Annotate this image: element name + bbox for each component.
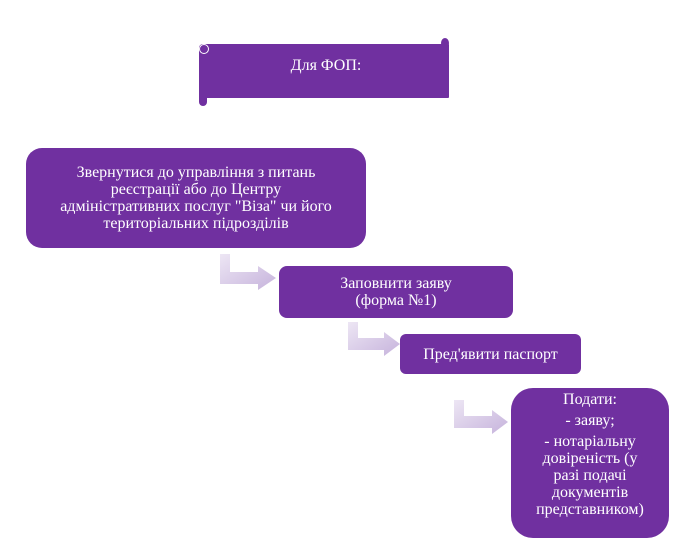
step-submit-heading: Подати: bbox=[563, 391, 617, 408]
step-contact-line-4: територіальних підрозділів bbox=[103, 215, 289, 232]
step-contact-line-2: реєстрації або до Центру bbox=[110, 181, 282, 198]
step-passport-label: Пред'явити паспорт bbox=[423, 345, 558, 363]
step-contact-office: Звернутися до управління з питань реєстр… bbox=[26, 148, 366, 248]
step-submit-item-2-line-5: представником) bbox=[536, 501, 644, 518]
step-submit-documents: Подати: - заяву; - нотаріальну довіреніс… bbox=[511, 388, 669, 538]
step-contact-line-3: адміністративних послуг "Віза" чи його bbox=[60, 198, 332, 215]
bent-arrow-3 bbox=[454, 400, 508, 434]
step-submit-item-2-line-3: разі подачі bbox=[553, 467, 627, 484]
bent-arrow-2 bbox=[348, 322, 400, 356]
step-fill-application: Заповнити заяву (форма №1) bbox=[279, 266, 513, 318]
step-show-passport: Пред'явити паспорт bbox=[400, 334, 581, 374]
step-submit-item-1: - заяву; bbox=[565, 412, 615, 429]
step-contact-line-1: Звернутися до управління з питань bbox=[76, 164, 316, 181]
step-submit-item-2-line-4: документів bbox=[551, 484, 629, 501]
step-form-line-2: (форма №1) bbox=[355, 292, 437, 309]
step-submit-item-2-line-2: довіреність (у bbox=[542, 450, 638, 467]
bent-arrow-1 bbox=[220, 254, 276, 290]
scroll-left-roll bbox=[199, 44, 207, 106]
scroll-right-curl-top bbox=[441, 38, 449, 48]
step-submit-item-2-line-1: - нотаріальну bbox=[544, 433, 636, 450]
header-title: Для ФОП: bbox=[290, 57, 362, 74]
step-form-line-1: Заповнити заяву bbox=[340, 275, 452, 292]
header-scroll: Для ФОП: bbox=[203, 44, 449, 98]
scroll-left-curl-top bbox=[199, 44, 209, 54]
